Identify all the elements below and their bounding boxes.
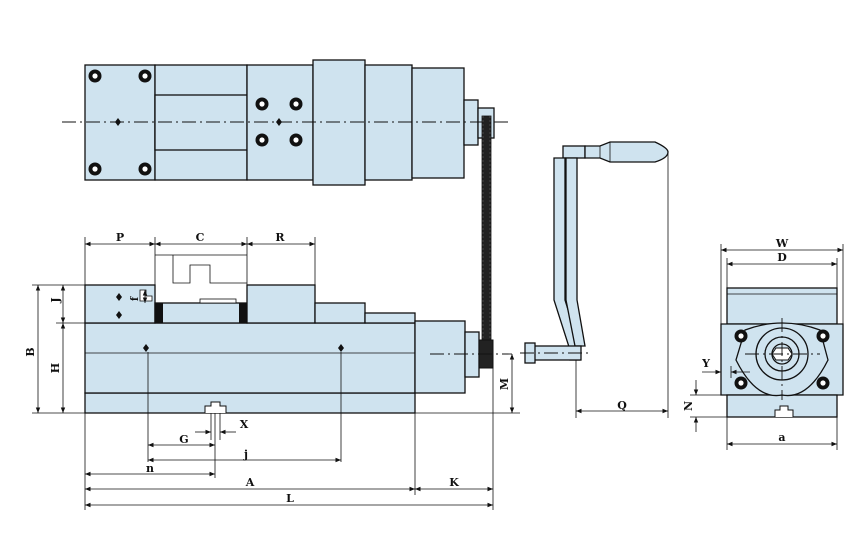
- side-view-jaw-gap: [154, 302, 248, 324]
- label-H: H: [49, 363, 62, 373]
- top-view-slot: [154, 94, 248, 151]
- drive-belt: [481, 115, 492, 343]
- crank-arm-lower: [565, 157, 586, 347]
- dimension-labels: P C R B H J f M Q G X j n A K L W D Y N …: [24, 231, 789, 505]
- side-view-shaft-collar: [464, 331, 480, 378]
- label-a: a: [778, 431, 785, 444]
- label-X: X: [240, 418, 249, 431]
- label-N: N: [682, 401, 695, 411]
- side-view-main-body: [84, 322, 416, 394]
- label-W: W: [775, 237, 789, 250]
- label-f: f: [130, 296, 141, 301]
- bolt-hole-center: [92, 73, 98, 79]
- side-view-base-plate: [84, 392, 416, 414]
- bolt-hole-center: [142, 166, 148, 172]
- crank-handle: [520, 141, 669, 364]
- side-view-slide: [314, 302, 366, 324]
- top-view-end-cap: [411, 67, 465, 179]
- jaw-insert-right: [239, 303, 247, 323]
- jaw-insert-left: [155, 303, 163, 323]
- label-P: P: [116, 231, 124, 244]
- side-view-moving-jaw: [246, 284, 316, 324]
- label-Y: Y: [701, 357, 710, 370]
- bolt-hole-center: [142, 73, 148, 79]
- side-view: [84, 254, 512, 414]
- crank-upper-hub: [562, 145, 586, 159]
- bolt-hole-center: [293, 137, 299, 143]
- label-n: n: [146, 462, 154, 475]
- top-view-spindle-housing: [312, 59, 366, 186]
- datum-diamond-icon: [143, 344, 149, 352]
- dimension-lines: [32, 152, 844, 510]
- top-view-mount-holes: [88, 69, 303, 176]
- top-view: [62, 59, 510, 186]
- label-A: A: [245, 476, 255, 489]
- crank-grip: [584, 141, 669, 163]
- datum-diamond-icon: [116, 293, 122, 301]
- bolt-hole-center: [259, 101, 265, 107]
- datum-diamond-icon: [338, 344, 344, 352]
- label-j: j: [243, 448, 248, 461]
- label-K: K: [449, 476, 459, 489]
- label-R: R: [275, 231, 285, 244]
- label-G: G: [179, 433, 188, 446]
- bolt-hole-center: [92, 166, 98, 172]
- bolt-hole-center: [293, 101, 299, 107]
- label-C: C: [196, 231, 205, 244]
- end-view: [720, 287, 844, 418]
- label-D: D: [777, 251, 787, 264]
- top-view-nut-section: [364, 64, 413, 181]
- label-J: J: [49, 297, 62, 303]
- side-view-slide-step: [364, 312, 416, 324]
- side-view-end-housing: [414, 320, 466, 394]
- label-M: M: [498, 378, 511, 390]
- top-view-shaft-collar: [463, 99, 479, 146]
- label-L: L: [286, 492, 294, 505]
- bolt-hole-center: [259, 137, 265, 143]
- datum-diamond-icon: [116, 311, 122, 319]
- label-Q: Q: [617, 399, 627, 412]
- label-B: B: [24, 347, 37, 356]
